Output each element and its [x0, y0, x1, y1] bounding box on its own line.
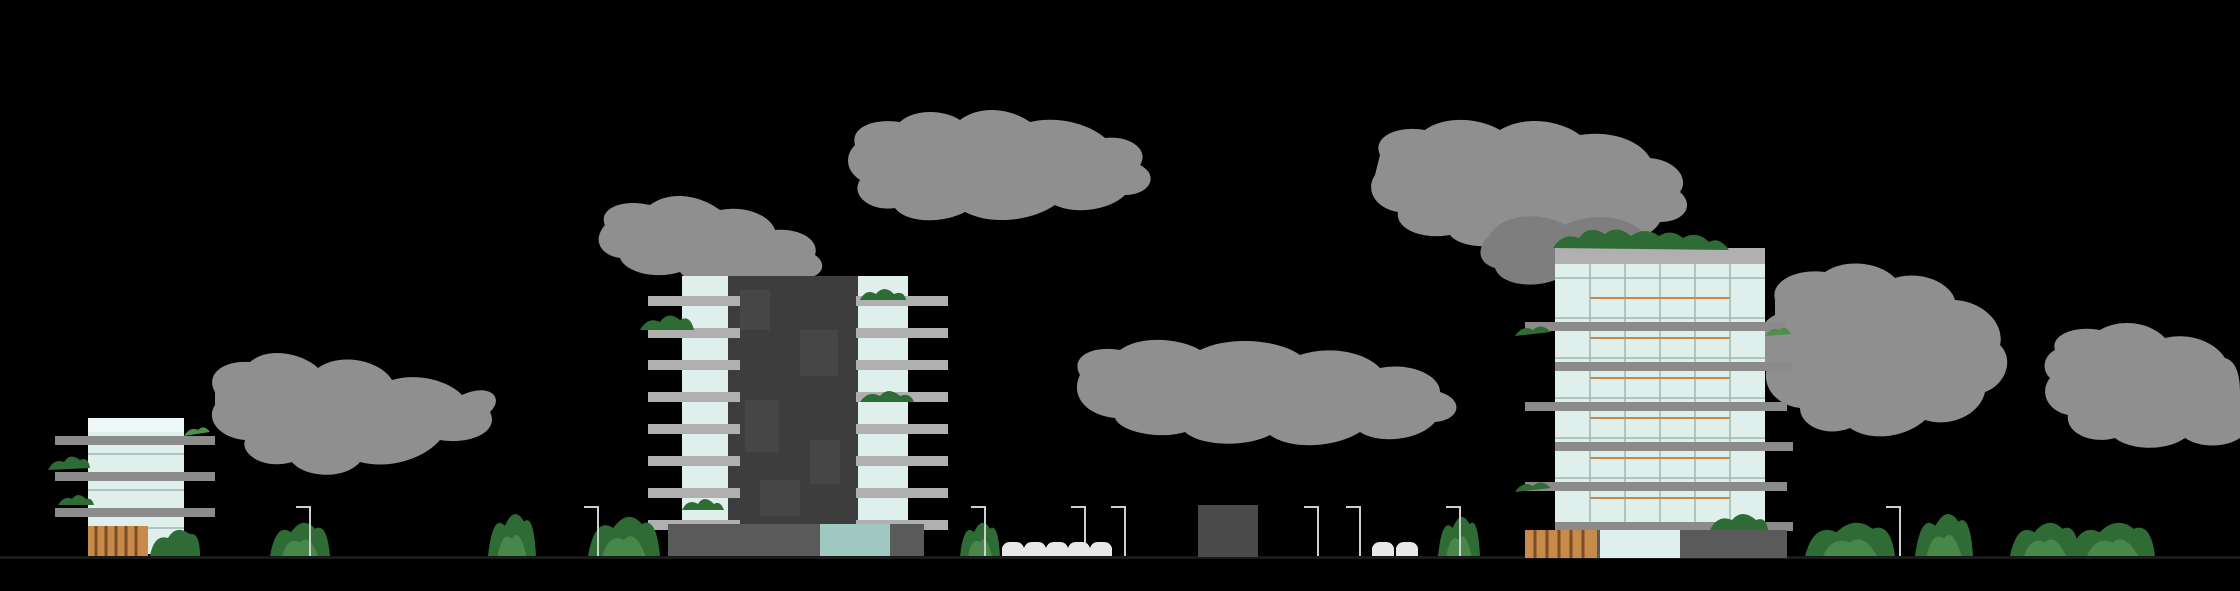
- balcony-planting: [1710, 514, 1768, 530]
- balcony-planting: [58, 495, 94, 505]
- car: [1068, 542, 1090, 556]
- timber-slats: [94, 526, 138, 556]
- car: [1090, 542, 1112, 556]
- tree-highlight: [602, 536, 646, 556]
- floor-slab: [648, 424, 740, 434]
- car: [1396, 542, 1418, 556]
- cloud: [598, 195, 823, 289]
- tree: [2070, 522, 2155, 556]
- tree: [2010, 522, 2080, 556]
- building-tower-center: [640, 276, 948, 556]
- floor-slab: [1555, 442, 1793, 451]
- balcony-planting: [860, 391, 914, 402]
- building-office-block-right: [1515, 229, 1793, 558]
- tree-highlight: [1823, 539, 1877, 556]
- tree: [488, 513, 536, 557]
- balcony-planting: [860, 289, 906, 300]
- tree-highlight: [1926, 534, 1962, 556]
- tree-highlight: [2087, 539, 2138, 556]
- roof-parapet: [1555, 248, 1765, 264]
- floor-slab: [1525, 482, 1787, 491]
- floor-slab: [55, 508, 215, 517]
- parapet: [88, 418, 184, 432]
- tree: [1805, 522, 1895, 556]
- balcony-planting: [48, 456, 90, 470]
- cloud: [1756, 263, 2008, 437]
- floor-slab: [856, 328, 948, 338]
- floor-slabs: [1525, 322, 1793, 531]
- floor-slab: [1525, 402, 1787, 411]
- core-texture: [740, 290, 840, 516]
- floor-slab: [55, 436, 215, 445]
- floor-slab: [856, 488, 948, 498]
- tree: [1915, 513, 1973, 557]
- car: [1372, 542, 1394, 556]
- tree-highlight: [497, 534, 527, 556]
- floor-slab: [648, 392, 740, 402]
- cloud: [1371, 119, 1688, 248]
- cloud: [1076, 339, 1457, 446]
- cars: [1002, 542, 1418, 556]
- balcony-planting: [682, 499, 724, 510]
- timber-screen: [1525, 530, 1597, 558]
- floor-slab: [648, 328, 740, 338]
- floor-slab: [648, 360, 740, 370]
- floor-slab: [1525, 322, 1787, 331]
- kiosk: [1198, 505, 1258, 557]
- tree: [960, 522, 1000, 556]
- floor-slab: [856, 296, 948, 306]
- trees: [270, 513, 2155, 557]
- balcony-planting: [1515, 482, 1551, 492]
- tree: [150, 529, 200, 556]
- ground-line: [0, 556, 2240, 559]
- cloud: [848, 110, 1151, 221]
- timber-slats: [1533, 530, 1585, 558]
- tree: [588, 516, 660, 556]
- green-roof: [1553, 229, 1729, 250]
- clouds: [211, 110, 2240, 475]
- balcony-planting: [1515, 326, 1551, 336]
- floor-slab: [648, 456, 740, 466]
- floor-slab: [55, 472, 215, 481]
- floor-slab: [648, 296, 740, 306]
- tree: [270, 522, 330, 556]
- balcony-planting: [184, 427, 210, 436]
- balcony-planting: [1765, 327, 1791, 336]
- lobby-glass: [1600, 530, 1680, 558]
- floor-slab: [856, 456, 948, 466]
- floor-slab: [856, 424, 948, 434]
- car: [1046, 542, 1068, 556]
- balcony-planting: [640, 315, 694, 330]
- tree-highlight: [2024, 539, 2066, 556]
- floor-slab: [1555, 362, 1793, 371]
- cloud: [211, 352, 496, 475]
- cloud: [2044, 323, 2240, 448]
- car: [1002, 542, 1024, 556]
- floor-slab: [856, 360, 948, 370]
- timber-screen: [88, 526, 148, 556]
- floor-slab: [648, 488, 740, 498]
- street-lamps: [296, 506, 1901, 556]
- car: [1024, 542, 1046, 556]
- building-low-rise-left: [48, 418, 215, 556]
- floor-slab: [1555, 522, 1793, 531]
- lobby-glass: [820, 524, 890, 556]
